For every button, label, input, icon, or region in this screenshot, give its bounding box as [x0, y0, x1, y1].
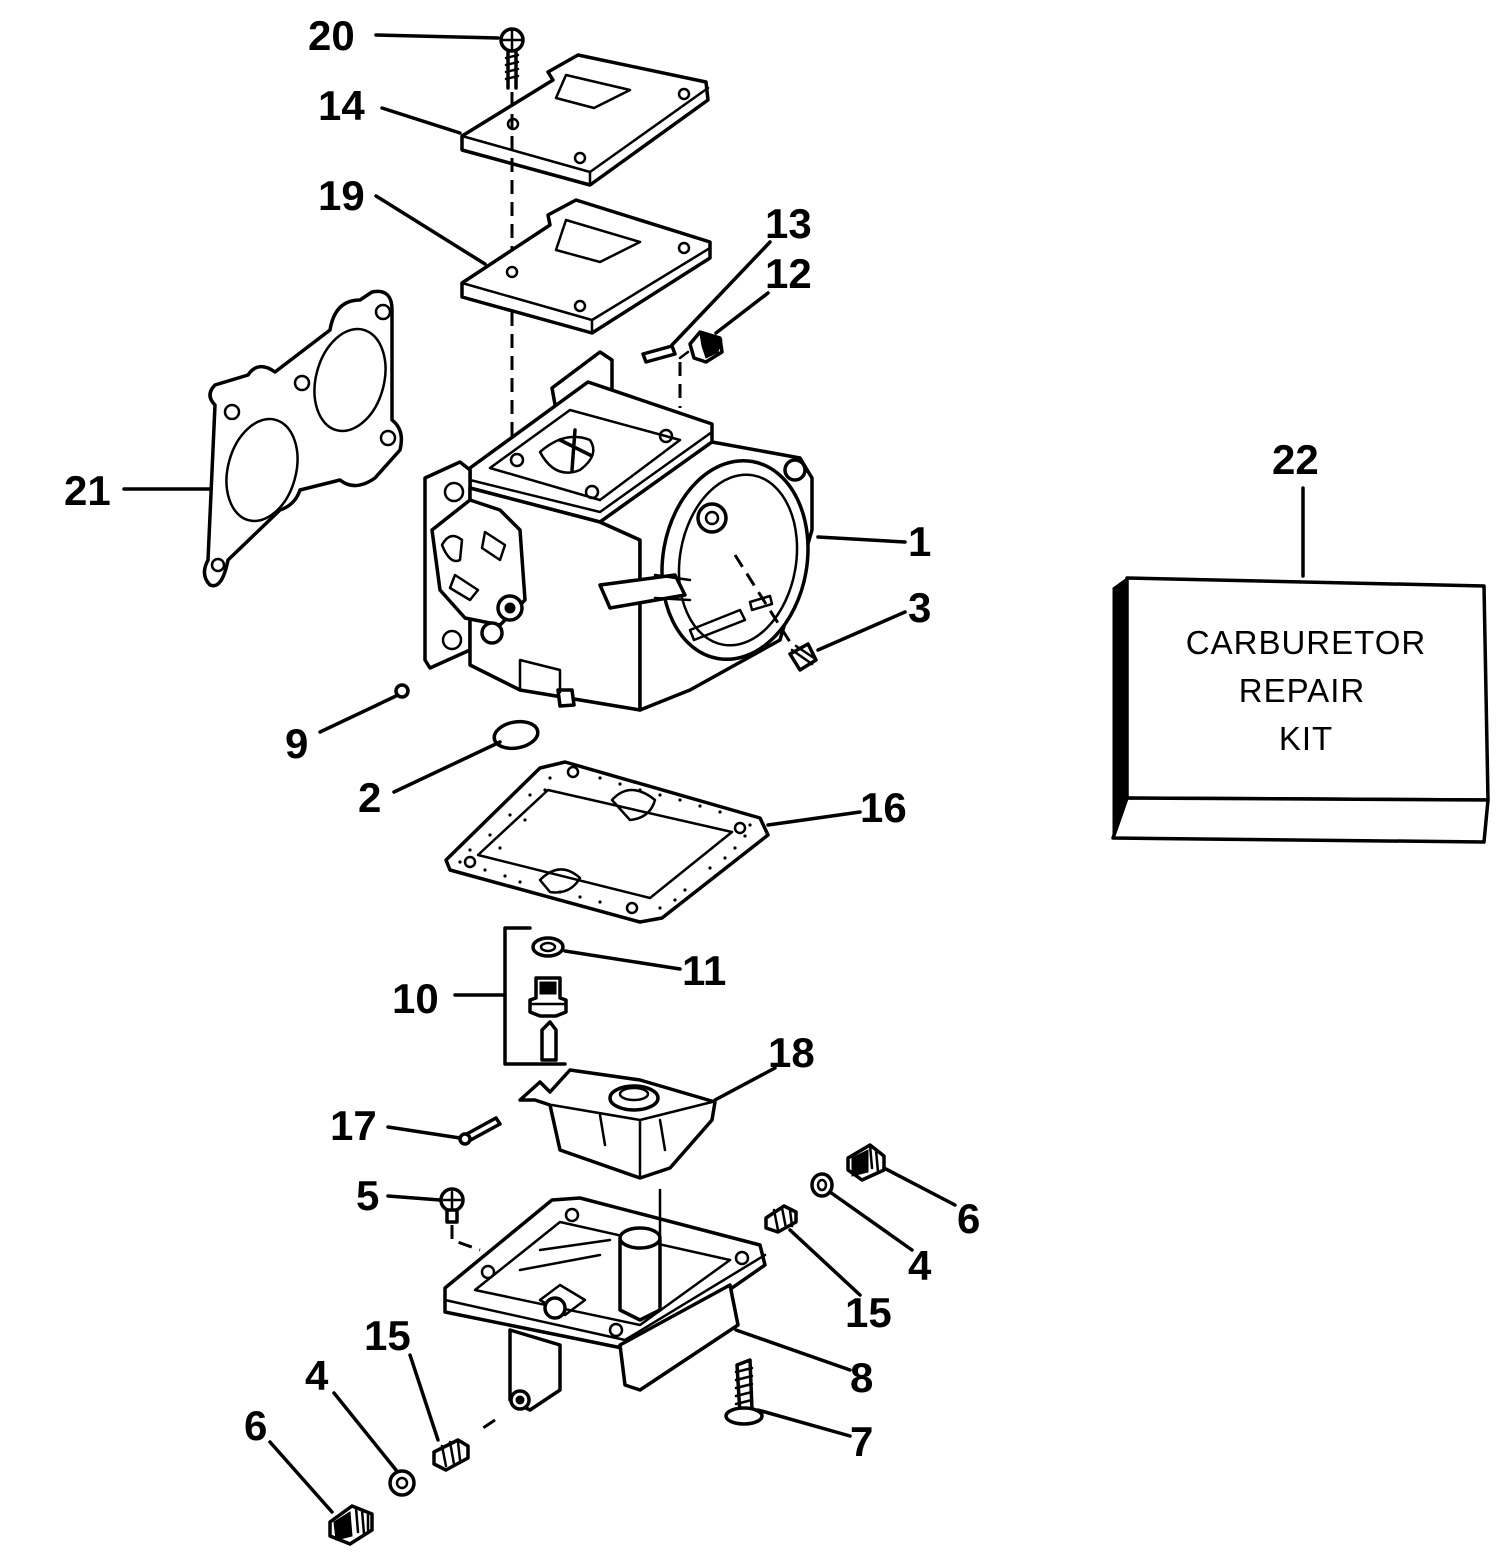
- callout-19: 19: [318, 172, 365, 219]
- callout-4-right: 4: [908, 1242, 932, 1289]
- callout-5: 5: [356, 1172, 379, 1219]
- callout-1: 1: [908, 518, 931, 565]
- callout-6-left: 6: [244, 1402, 267, 1449]
- callout-14: 14: [318, 82, 365, 129]
- callout-9: 9: [285, 720, 308, 767]
- fitting-part-12: [678, 330, 724, 364]
- callout-18: 18: [768, 1029, 815, 1076]
- plug-part-6-left: [328, 1504, 374, 1546]
- plug-part-6-right: [846, 1143, 886, 1182]
- leader-lines: [122, 33, 1305, 1514]
- callout-20: 20: [308, 12, 355, 59]
- washer-part-11: [531, 936, 565, 958]
- callout-7: 7: [850, 1418, 873, 1465]
- pin-part-13: [641, 344, 677, 364]
- cover-plate-part-14: [460, 53, 710, 187]
- kit-label-line-2: REPAIR: [1239, 672, 1365, 709]
- callout-12: 12: [765, 250, 812, 297]
- ball-part-9: [394, 683, 410, 699]
- screw-part-20: [499, 27, 525, 90]
- callout-13: 13: [765, 200, 812, 247]
- callout-22: 22: [1272, 436, 1319, 483]
- callout-4-left: 4: [305, 1352, 329, 1399]
- callout-10: 10: [392, 975, 439, 1022]
- screw-part-7: [724, 1358, 764, 1426]
- screw-part-5: [439, 1187, 481, 1252]
- flange-gasket-part-21: [202, 289, 404, 588]
- carburetor-body-part-1: [423, 350, 814, 712]
- float-bowl-part-8: [443, 1188, 767, 1432]
- needle-part-10: [540, 1020, 558, 1062]
- callout-17: 17: [330, 1102, 377, 1149]
- callout-3: 3: [908, 584, 931, 631]
- washer-part-4-left: [388, 1469, 416, 1497]
- spring-part-3: [733, 554, 818, 672]
- float-pin-part-17: [458, 1116, 502, 1146]
- callout-numbers: 20 14 19 13 12 21 1 22 3 9 2 16 11 10 18…: [64, 12, 1319, 1465]
- float-part-18: [518, 1068, 717, 1180]
- callout-16: 16: [860, 784, 907, 831]
- gasket-part-19: [460, 198, 712, 335]
- plug-part-2: [492, 719, 540, 751]
- kit-label-line-1: CARBURETOR: [1186, 624, 1426, 661]
- callout-6-right: 6: [957, 1195, 980, 1242]
- jet-part-15-right: [764, 1204, 798, 1234]
- callout-8: 8: [850, 1354, 873, 1401]
- repair-kit-box-part-22: CARBURETOR REPAIR KIT: [1111, 576, 1490, 844]
- bowl-gasket-part-16: [444, 760, 770, 924]
- callout-11: 11: [682, 947, 726, 994]
- jet-part-15-left: [432, 1438, 470, 1472]
- callout-15-left: 15: [364, 1312, 411, 1359]
- callout-15-right: 15: [845, 1289, 892, 1336]
- callout-2: 2: [358, 774, 381, 821]
- needle-seat-part-10: [528, 976, 568, 1018]
- kit-label-line-3: KIT: [1279, 720, 1333, 757]
- washer-part-4-right: [810, 1172, 834, 1198]
- callout-21: 21: [64, 467, 111, 514]
